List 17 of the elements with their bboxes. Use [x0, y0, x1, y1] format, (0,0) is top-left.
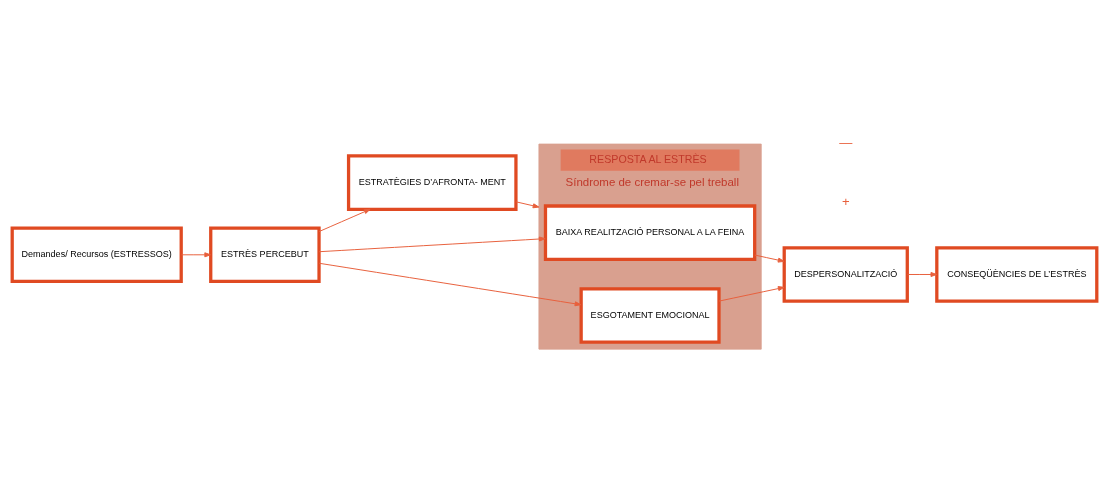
- node-box: ESTRATÈGIES D’AFRONTA- MENT: [346, 153, 518, 211]
- arrow: [318, 236, 546, 252]
- arrow: [318, 208, 371, 232]
- label: —: [839, 134, 853, 150]
- node-box: DESPERSONALITZACIÓ: [782, 245, 909, 303]
- node-box: BAIXA REALITZACIÓ PERSONAL A LA FEINA: [543, 203, 757, 261]
- node-box: CONSEQÜÈNCIES DE L’ESTRÈS: [935, 245, 1099, 303]
- arrow: [754, 254, 785, 263]
- arrow: [907, 271, 938, 277]
- arrow: [180, 251, 212, 257]
- arrow: [718, 285, 785, 302]
- node-box: ESTRÈS PERCEBUT: [209, 226, 321, 283]
- label: +: [841, 193, 850, 209]
- arrow: [318, 262, 582, 306]
- node-box: ESGOTAMENT EMOCIONAL: [579, 286, 721, 344]
- node-box: Demandes/ Recursos (ESTRESSOS): [10, 226, 183, 283]
- arrow: [515, 200, 540, 208]
